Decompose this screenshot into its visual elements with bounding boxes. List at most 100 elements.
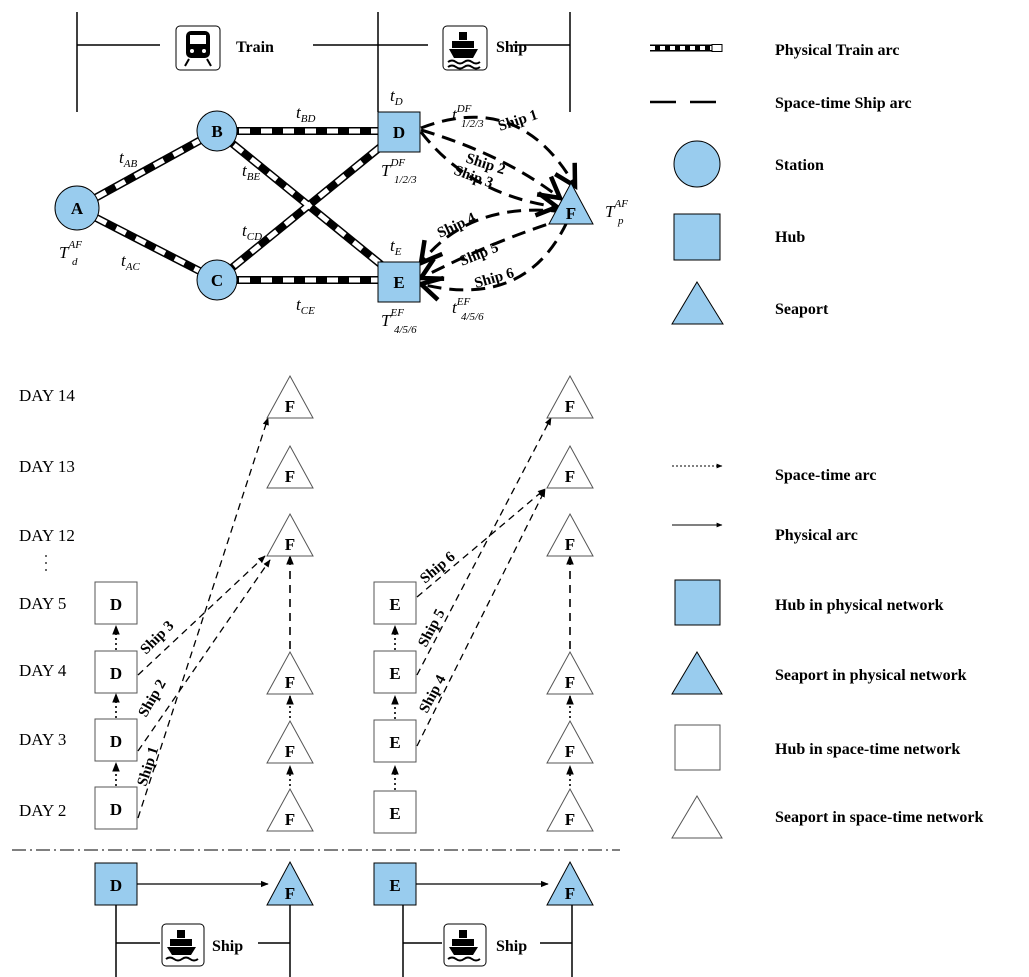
svg-text:B: B (211, 122, 222, 141)
svg-text:F: F (285, 397, 295, 416)
day-label: DAY 3 (19, 730, 66, 749)
train-arcs (75, 127, 403, 284)
st-seaport-f2-day12: F (546, 512, 594, 557)
svg-text:Space-time Ship arc: Space-time Ship arc (775, 95, 912, 112)
station-c: C (196, 259, 238, 301)
svg-text:F: F (285, 673, 295, 692)
st-seaport-f2-day2: F (546, 787, 594, 832)
st-hub-e-day3: E (373, 719, 417, 763)
st-ship-arc-5 (416, 417, 552, 676)
svg-text:F: F (565, 397, 575, 416)
legend-ship-arc: Space-time Ship arc (650, 95, 912, 112)
st-seaport-f2-day14: F (546, 374, 594, 419)
st-seaport-f2-day3: F (546, 719, 594, 764)
time-label-ce: tCE (296, 295, 315, 317)
space-time-vertical-arcs (112, 555, 574, 790)
top-nodes: A B C D E F (54, 110, 594, 303)
svg-text:F: F (285, 884, 295, 903)
st-ship-arc-6 (416, 488, 546, 598)
svg-text:D: D (110, 800, 122, 819)
svg-text:Physical arc: Physical arc (775, 527, 858, 544)
st-hub-d-day3: D (94, 718, 138, 762)
st-hub-e-day5: E (373, 581, 417, 625)
ship-label-4: Ship 4 (435, 210, 479, 242)
legend-seaport: Seaport (671, 281, 829, 325)
ship-arcs (419, 115, 575, 290)
svg-text:Hub in physical network: Hub in physical network (775, 597, 944, 614)
ship-arc-5 (421, 216, 568, 278)
station-a: A (54, 185, 100, 231)
svg-text:D: D (110, 732, 122, 751)
legend-seaport-space-time: Seaport in space-time network (671, 795, 984, 839)
svg-text:D: D (393, 123, 405, 142)
ellipsis-dots (45, 555, 47, 571)
svg-text:E: E (389, 804, 400, 823)
svg-text:C: C (211, 271, 223, 290)
svg-text:Space-time arc: Space-time arc (775, 467, 876, 484)
day-label: DAY 5 (19, 594, 66, 613)
svg-text:D: D (110, 664, 122, 683)
hub-d: D (377, 111, 421, 153)
svg-text:E: E (389, 876, 400, 895)
st-seaport-f2-day13: F (546, 444, 594, 489)
ship-arc-4 (421, 208, 566, 263)
svg-text:F: F (565, 535, 575, 554)
seaport-f: F (548, 181, 594, 225)
svg-text:Seaport in space-time network: Seaport in space-time network (775, 809, 984, 826)
svg-text:F: F (565, 673, 575, 692)
svg-text:E: E (389, 595, 400, 614)
train-icon (175, 25, 221, 71)
day-label: DAY 4 (19, 661, 67, 680)
svg-text:E: E (389, 733, 400, 752)
top-header (76, 12, 571, 112)
space-time-ship-arcs (137, 417, 552, 819)
st-hub-e-day2: E (373, 790, 417, 834)
ship-icon (442, 25, 488, 71)
st-ship-label-4: Ship 4 (416, 672, 449, 716)
svg-text:E: E (389, 664, 400, 683)
st-ship-arc-2 (137, 559, 271, 752)
svg-text:Station: Station (775, 157, 824, 174)
legend-top: Physical Train arc Space-time Ship arc S… (650, 42, 912, 325)
ship-icon (161, 923, 205, 967)
ship-label-5: Ship 5 (458, 240, 502, 270)
time-label-be: tBE (242, 161, 260, 183)
svg-text:Physical Train arc: Physical Train arc (775, 42, 899, 59)
ship-arc-6 (421, 221, 569, 290)
ship-arc-3 (419, 131, 557, 207)
st-seaport-f1-day12: F (266, 512, 314, 557)
svg-text:D: D (110, 876, 122, 895)
st-ship-label-3: Ship 3 (138, 618, 178, 658)
st-seaport-f1-day13: F (266, 444, 314, 489)
ship-arc-1 (420, 115, 575, 186)
svg-text:A: A (71, 199, 84, 218)
st-seaport-f1-day2: F (266, 787, 314, 832)
svg-text:Hub in space-time network: Hub in space-time network (775, 741, 960, 758)
st-hub-e-day4: E (373, 650, 417, 694)
legend-bottom: Space-time arc Physical arc Hub in physi… (671, 463, 984, 839)
legend-station: Station (673, 140, 824, 188)
legend-space-time-arc: Space-time arc (672, 463, 876, 484)
svg-text:F: F (285, 535, 295, 554)
header-ship-label: Ship (496, 39, 527, 56)
day-labels: DAY 14 DAY 13 DAY 12 DAY 5 DAY 4 DAY 3 D… (19, 386, 75, 820)
st-seaport-f1-day3: F (266, 719, 314, 764)
legend-physical-arc: Physical arc (672, 522, 858, 544)
svg-text:Hub: Hub (775, 229, 805, 246)
st-ship-label-1: Ship 1 (135, 745, 163, 788)
time-label-cd: tCD (242, 221, 262, 243)
svg-text:D: D (110, 595, 122, 614)
station-b: B (196, 110, 238, 152)
st-seaport-f2-day4: F (546, 650, 594, 695)
svg-text:E: E (393, 273, 404, 292)
legend-train-arc: Physical Train arc (650, 42, 899, 59)
time-label-bd: tBD (296, 103, 315, 125)
ship-labels-top: Ship 1 Ship 2 Ship 3 Ship 4 Ship 5 Ship … (435, 107, 540, 292)
svg-text:F: F (565, 810, 575, 829)
